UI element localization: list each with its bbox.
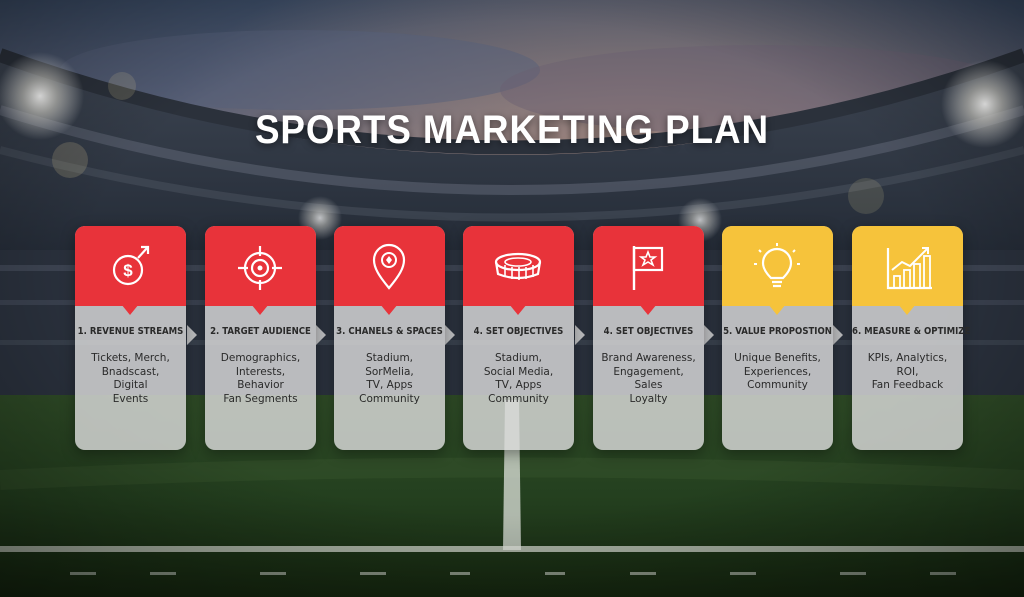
card-item: Stadium, <box>365 352 414 364</box>
lightbulb-icon <box>754 243 800 288</box>
flag-star-icon <box>632 246 664 290</box>
location-pin-icon <box>372 243 406 290</box>
card-items: Stadium, SorMelia, TV, Apps Community <box>334 352 445 406</box>
card-item: Interests, <box>235 365 286 378</box>
connector-arrow <box>833 325 843 345</box>
card-items: Brand Awareness, Engagement, Sales Loyal… <box>593 352 704 406</box>
card-item: Engagement, <box>613 365 684 378</box>
card-target-audience: 2. TARGET AUDIENCE Demographics, Interes… <box>205 226 316 450</box>
stadium-icon <box>494 252 542 280</box>
header-pointer <box>251 304 269 315</box>
card-revenue-streams: $ 1. REVENUE STREAMS Tickets, Merch, Bna… <box>75 226 186 450</box>
card-header <box>722 226 833 306</box>
card-set-objectives-brand: 4. SET OBJECTIVES Brand Awareness, Engag… <box>593 226 704 450</box>
bar-chart-growth-icon <box>886 247 932 290</box>
card-item: Community <box>747 379 808 391</box>
card-items: Demographics, Interests, Behavior Fan Se… <box>205 352 316 406</box>
card-item: KPIs, Analytics, <box>867 352 948 364</box>
header-pointer <box>639 304 657 315</box>
header-pointer <box>768 304 786 315</box>
card-item: Experiences, <box>743 365 812 378</box>
card-item: ROI, <box>896 365 919 378</box>
connector-arrow <box>316 325 326 345</box>
card-item: Sales <box>634 379 663 391</box>
header-pointer <box>509 304 527 315</box>
card-items: Unique Benefits, Experiences, Community <box>722 352 833 393</box>
target-crosshair-icon <box>238 246 282 290</box>
card-item: Community <box>359 392 420 405</box>
svg-text:$: $ <box>123 261 133 280</box>
card-item: Stadium, <box>494 352 543 364</box>
card-item: Loyalty <box>629 392 668 405</box>
card-title: 5. VALUE PROPOSTION <box>723 326 832 337</box>
connector-arrow <box>445 325 455 345</box>
card-measure-optimize: 6. MEASURE & OPTIMIZE KPIs, Analytics, R… <box>852 226 971 450</box>
card-item: TV, Apps <box>495 379 542 391</box>
card-item: Fan Feedback <box>871 379 944 391</box>
card-channels-spaces: 3. CHANELS & SPACES Stadium, SorMelia, T… <box>334 226 445 450</box>
card-title: 2. TARGET AUDIENCE <box>210 326 311 337</box>
card-item: Unique Benefits, <box>734 352 821 364</box>
card-items: KPIs, Analytics, ROI, Fan Feedback <box>852 352 963 393</box>
card-header <box>593 226 704 306</box>
card-item: SorMelia, <box>365 365 414 378</box>
dollar-growth-icon: $ <box>112 245 150 286</box>
card-item: Demographics, <box>220 352 301 364</box>
header-pointer <box>121 304 139 315</box>
card-set-objectives-stadium: 4. SET OBJECTIVES Stadium, Social Media,… <box>463 226 574 450</box>
card-item: Tickets, Merch, <box>91 352 170 364</box>
connector-arrow <box>575 325 585 345</box>
card-value-proposition: 5. VALUE PROPOSTION Unique Benefits, Exp… <box>722 226 833 450</box>
card-title: 6. MEASURE & OPTIMIZE <box>852 326 971 337</box>
card-header <box>75 226 186 306</box>
card-header <box>852 226 963 306</box>
card-item: TV, Apps <box>366 379 413 391</box>
card-item: Events <box>112 392 149 405</box>
page-title: SPORTS MARKETING PLAN <box>254 108 770 152</box>
card-item: Social Media, <box>483 365 554 378</box>
card-title: 3. CHANELS & SPACES <box>336 326 443 337</box>
card-item: Bnadscast, <box>101 365 160 378</box>
card-item: Community <box>488 392 549 405</box>
card-title: 4. SET OBJECTIVES <box>603 326 694 337</box>
card-item: Behavior <box>237 379 284 391</box>
card-item: Brand Awareness, <box>601 352 696 364</box>
connector-arrow <box>704 325 714 345</box>
card-title: 1. REVENUE STREAMS <box>77 326 184 337</box>
card-item: Fan Segments <box>223 392 298 405</box>
card-items: Tickets, Merch, Bnadscast, Digital Event… <box>75 352 186 406</box>
header-pointer <box>898 304 916 315</box>
card-items: Stadium, Social Media, TV, Apps Communit… <box>463 352 574 406</box>
card-title: 4. SET OBJECTIVES <box>473 326 564 337</box>
card-item: Digital <box>113 379 148 391</box>
connector-arrow <box>187 325 197 345</box>
header-pointer <box>380 304 398 315</box>
